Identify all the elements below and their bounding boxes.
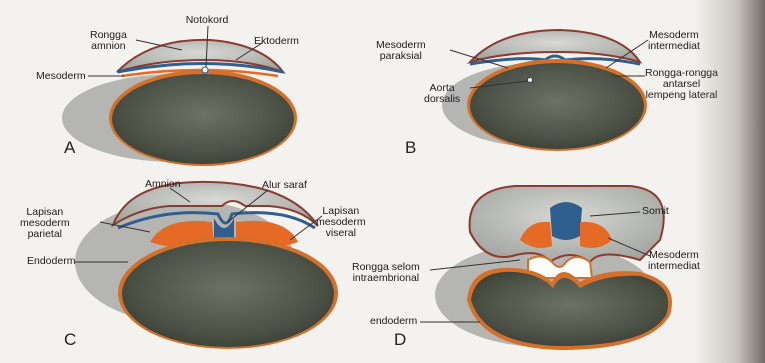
label-lapisan-parietal: Lapisan mesoderm parietal bbox=[20, 207, 70, 240]
label-mesoderm-paraksial: Mesoderm paraksial bbox=[376, 40, 426, 62]
panel-letter-c: C bbox=[64, 330, 76, 350]
label-endoderm-d: endoderm bbox=[370, 316, 417, 327]
embryo-a-yolk-sac bbox=[112, 74, 294, 164]
panel-letter-b: B bbox=[405, 138, 416, 158]
label-mesoderm-a: Mesoderm bbox=[36, 71, 86, 82]
label-aorta-dorsalis: Aorta dorsalis bbox=[424, 83, 460, 105]
embryo-a-notochord bbox=[202, 67, 208, 73]
label-mesoderm-intermediat-b: Mesoderm intermediat bbox=[648, 30, 700, 52]
embryo-c-yolk-sac bbox=[122, 241, 334, 347]
embryo-c bbox=[75, 182, 338, 349]
page-edge-shadow bbox=[695, 0, 765, 363]
label-lapisan-viseral: Lapisan mesoderm viseral bbox=[316, 206, 366, 239]
embryo-b bbox=[442, 30, 648, 151]
panel-letter-a: A bbox=[64, 138, 75, 158]
label-mesoderm-intermediat-d: Mesoderm intermediat bbox=[648, 250, 700, 272]
embryo-d-somite bbox=[550, 202, 582, 240]
label-amnion: Amnion bbox=[145, 179, 181, 190]
label-notokord: Notokord bbox=[186, 15, 229, 26]
label-rongga-amnion: Rongga amnion bbox=[90, 30, 127, 52]
label-somit: Somit bbox=[642, 206, 669, 217]
label-ektoderm: Ektoderm bbox=[254, 36, 299, 47]
label-rongga-selom: Rongga selom intraembrional bbox=[352, 262, 420, 284]
embryo-b-aorta bbox=[528, 78, 533, 83]
label-alur-saraf: Alur saraf bbox=[262, 180, 307, 191]
panel-letter-d: D bbox=[394, 330, 406, 350]
embryo-d bbox=[420, 186, 672, 350]
label-endoderm-c: Endoderm bbox=[27, 256, 75, 267]
